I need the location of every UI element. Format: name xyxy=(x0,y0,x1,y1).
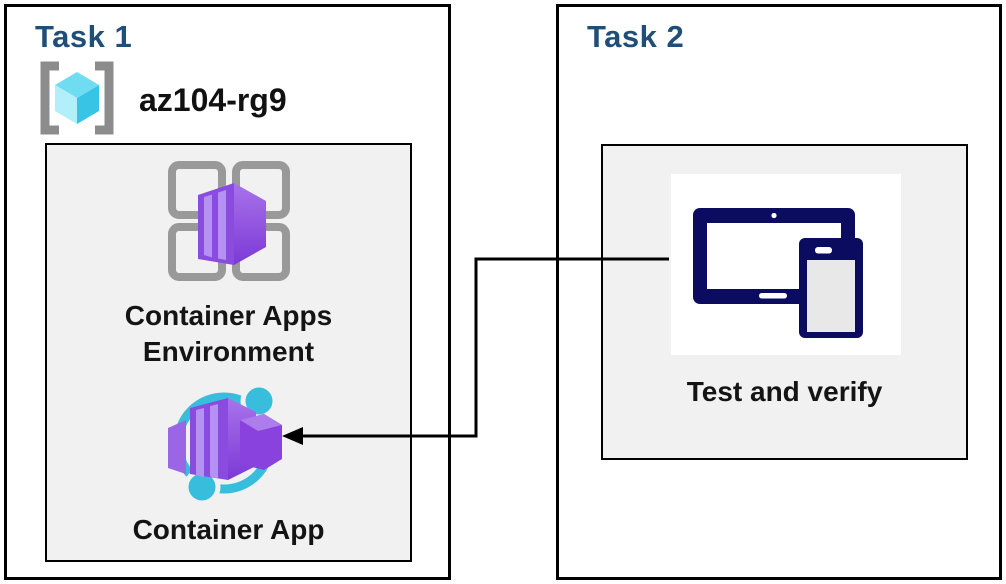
task2-title: Task 2 xyxy=(587,19,685,54)
container-app-icon xyxy=(162,380,296,510)
task1-box: Task 1 az104-rg9 xyxy=(4,4,451,580)
resource-group: az104-rg9 xyxy=(29,59,287,142)
environment-label-line2: Environment xyxy=(142,336,315,367)
resource-group-name: az104-rg9 xyxy=(139,82,287,118)
container-apps-environment-panel: Container Apps Environment xyxy=(45,143,412,562)
task2-box: Task 2 Test and verify xyxy=(556,4,1002,580)
container-apps-environment-label: Container Apps Environment xyxy=(125,298,332,370)
test-and-verify-label: Test and verify xyxy=(686,376,883,407)
devices-card xyxy=(671,174,901,355)
tablet-and-phone-icon xyxy=(681,182,891,347)
task1-title: Task 1 xyxy=(35,19,133,54)
resource-group-icon xyxy=(29,59,125,142)
test-and-verify-panel: Test and verify xyxy=(601,144,968,460)
container-apps-environment-icon xyxy=(160,159,298,294)
container-app-label: Container App xyxy=(132,514,325,545)
environment-label-line1: Container Apps xyxy=(124,300,333,331)
